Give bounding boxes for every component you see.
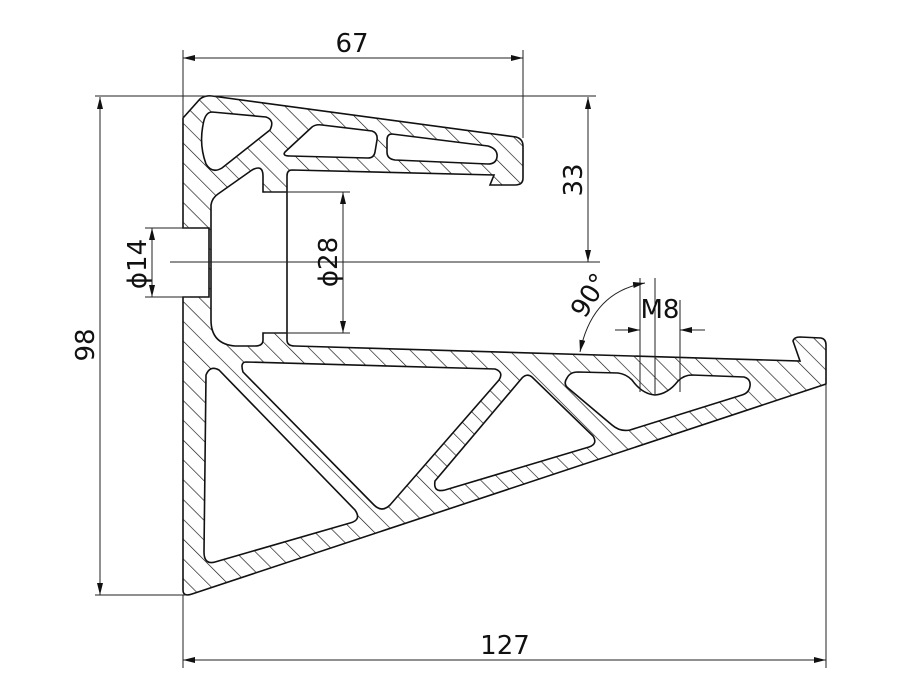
dim-hole-large: ϕ28	[314, 237, 344, 287]
profile-section	[182, 95, 827, 596]
dim-thread: M8	[641, 295, 680, 325]
dim-total-height: 98	[71, 328, 101, 361]
dim-flange-height: 33	[559, 163, 589, 196]
dim-top-width: 67	[335, 29, 368, 59]
dimension-lines	[97, 55, 826, 663]
dim-angle: 90°	[565, 268, 615, 323]
dim-hole-small: ϕ14	[123, 239, 153, 289]
dim-total-width: 127	[480, 631, 530, 661]
